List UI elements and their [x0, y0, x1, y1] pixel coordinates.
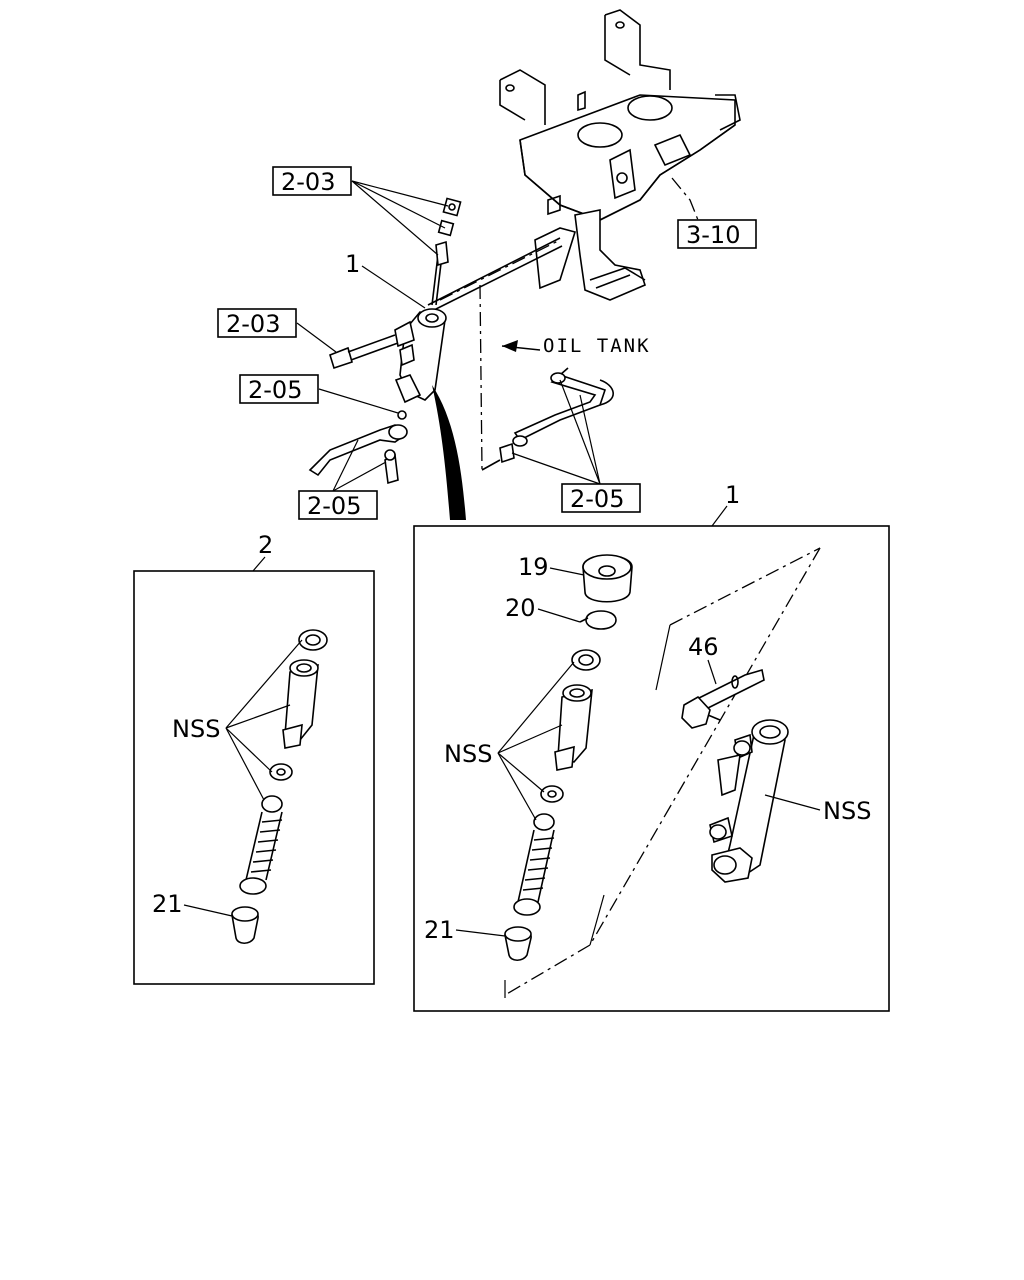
panel-1-part-19: 19: [518, 553, 549, 581]
panel-2-title: 2: [258, 531, 273, 559]
callout-text-2-05-bottom: 2-05: [307, 492, 361, 520]
panel-1-title: 1: [725, 481, 740, 509]
callout-2-05-right: 2-05: [511, 379, 641, 513]
panel-1-part-46: 46: [688, 633, 719, 661]
panel-2-part-21: 21: [152, 890, 183, 918]
expand-arrow: [432, 385, 466, 520]
callout-2-05-bottom: 2-05: [298, 439, 387, 520]
callout-3-10: 3-10: [677, 219, 757, 249]
label-oil-tank: OIL TANK: [543, 335, 651, 357]
panel-1-part-21: 21: [424, 916, 455, 944]
master-cylinder: [308, 197, 563, 485]
panel-2: 2 NSS 21: [133, 531, 375, 985]
panel-1: 1 19 20 NSS 21: [413, 481, 890, 1012]
callout-text-2-05-right: 2-05: [570, 485, 624, 513]
panel-2-nss-label: NSS: [172, 715, 220, 743]
callout-2-03-top: 2-03: [272, 166, 449, 256]
callout-2-03-mid: 2-03: [217, 308, 337, 353]
callout-text-2-03-mid: 2-03: [226, 310, 280, 338]
label-part-1-main: 1: [345, 250, 360, 278]
callout-text-2-03-top: 2-03: [281, 168, 335, 196]
callout-text-3-10: 3-10: [686, 221, 740, 249]
panel-1-nss-right: NSS: [823, 797, 871, 825]
panel-1-nss-left: NSS: [444, 740, 492, 768]
panel-1-part-20: 20: [505, 594, 536, 622]
callout-text-2-05-left: 2-05: [248, 376, 302, 404]
callout-2-05-left: 2-05: [239, 374, 399, 414]
oil-tank-hose: [479, 284, 614, 471]
pedal-bracket: [499, 9, 741, 301]
